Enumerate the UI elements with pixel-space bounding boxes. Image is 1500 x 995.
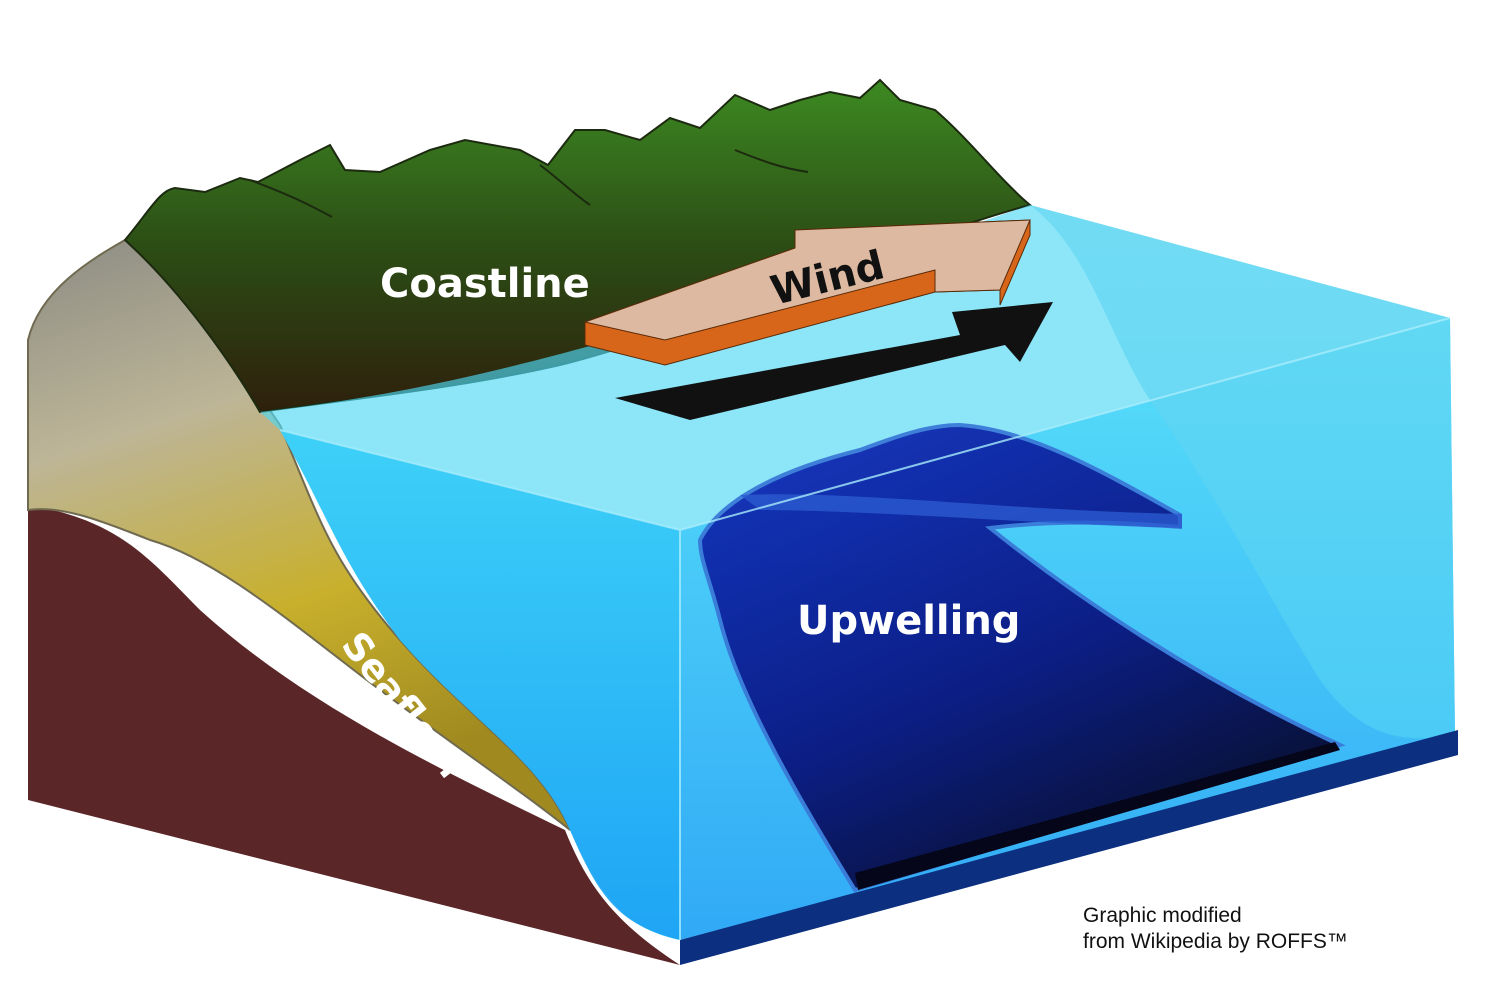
credit-line-2: from Wikipedia by ROFFS™ — [1083, 930, 1348, 953]
credit-line-1: Graphic modified — [1083, 904, 1242, 927]
upwelling-floor — [855, 742, 1340, 890]
upwelling-flow-band — [740, 494, 1182, 528]
water-right-face — [1030, 205, 1455, 739]
credit-text: Graphic modified from Wikipedia by ROFFS… — [1083, 903, 1348, 955]
upwelling-label: Upwelling — [797, 598, 1020, 644]
water-box-edges — [279, 317, 1451, 940]
upwelling-plume — [697, 422, 1346, 893]
coastline-label: Coastline — [380, 261, 590, 307]
seabed-block — [28, 505, 680, 965]
seafloor-plate — [680, 730, 1458, 965]
ridge-lines — [249, 149, 809, 218]
wind-arrow-shadow — [615, 302, 1053, 420]
wind-arrow-top — [583, 219, 1031, 341]
